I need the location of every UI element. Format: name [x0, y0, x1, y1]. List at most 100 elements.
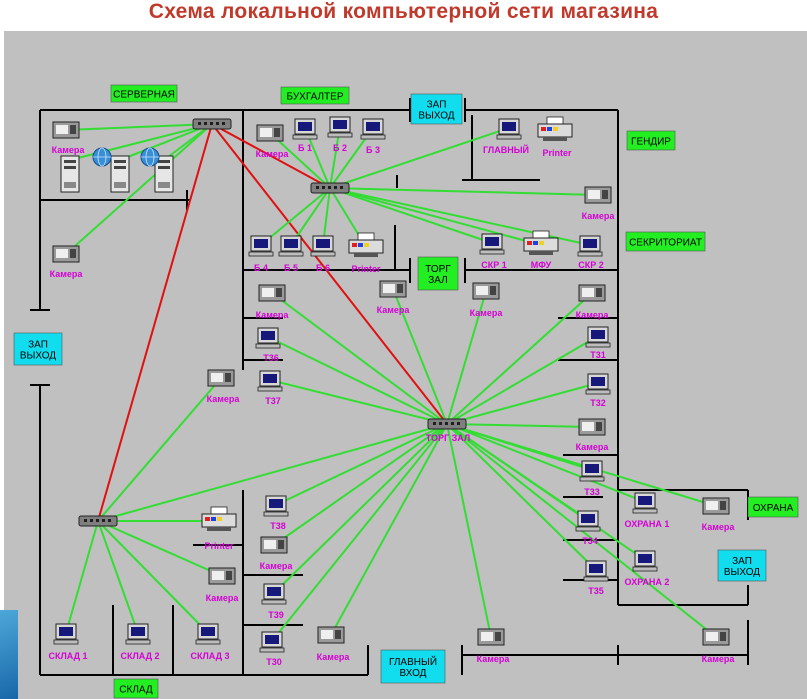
camera-mount: [225, 373, 231, 382]
switch-port: [84, 519, 87, 522]
screen: [201, 627, 215, 636]
device-label: Камера: [317, 652, 351, 662]
page-title: Схема локальной компьютерной сети магази…: [148, 0, 659, 23]
server-tower-icon: [154, 155, 174, 193]
camera-mount: [596, 288, 602, 297]
computer-icon: [579, 460, 605, 482]
camera-mount: [276, 288, 282, 297]
device-label: СКЛАД 1: [48, 651, 87, 661]
keyboard: [632, 566, 658, 572]
screen: [269, 499, 283, 508]
screen: [131, 627, 145, 636]
computer-icon: [257, 370, 283, 392]
printer-icon: [348, 232, 384, 257]
network-link: [329, 127, 510, 189]
device-label: СКЛАД 3: [190, 651, 229, 661]
switch-port: [433, 422, 436, 425]
switch-label: ТОРГ ЗАЛ: [426, 433, 470, 443]
camera-icon: [52, 245, 80, 263]
screen: [591, 377, 605, 386]
network-link: [97, 377, 222, 522]
camera-lens: [56, 249, 68, 258]
network-link: [269, 379, 448, 425]
camera-lens: [262, 288, 274, 297]
network-link: [97, 520, 139, 634]
computer-icon: [583, 560, 609, 582]
decorative-corner: [0, 610, 18, 699]
ink-red: [352, 243, 357, 247]
device-label: Камера: [576, 442, 610, 452]
network-link: [65, 123, 213, 131]
network-link: [273, 423, 448, 546]
camera-icon: [260, 536, 288, 554]
network-link: [446, 292, 593, 425]
switch-port: [108, 519, 111, 522]
computer-icon: [479, 233, 505, 255]
camera-icon: [52, 121, 80, 139]
screen: [265, 635, 279, 644]
ink-blue: [547, 127, 552, 131]
camera-mount: [278, 540, 284, 549]
printer-tray: [543, 137, 567, 141]
drive-bay: [114, 160, 126, 163]
device-label: Т36: [263, 353, 279, 363]
device-label: Камера: [256, 310, 290, 320]
camera-mount: [70, 249, 76, 258]
screen: [333, 120, 347, 129]
network-links: [65, 123, 717, 642]
switch-port: [328, 186, 331, 189]
ink-blue: [211, 517, 216, 521]
switch-port: [198, 122, 201, 125]
network-switch-icon: [78, 515, 118, 527]
camera-mount: [602, 190, 608, 199]
device-label: ГЛАВНЫЙ: [483, 144, 529, 155]
device-label: Т34: [582, 536, 598, 546]
room-label-text: ОХРАНА: [753, 503, 794, 514]
camera-icon: [578, 284, 606, 302]
room-label-text: ЗАЛ: [428, 275, 448, 286]
computer-icon: [577, 235, 603, 257]
device-label: Т32: [590, 398, 606, 408]
computer-icon: [261, 583, 287, 605]
network-switch-icon: [192, 118, 232, 130]
switch-port: [445, 422, 448, 425]
screen: [591, 330, 605, 339]
screen: [263, 374, 277, 383]
room-label-box: [410, 93, 463, 125]
computer-icon: [125, 623, 151, 645]
screen: [316, 239, 330, 248]
device-label: Т35: [588, 586, 604, 596]
server-tower-icon: [110, 155, 130, 193]
network-link: [446, 423, 646, 561]
switch-port: [322, 186, 325, 189]
switch-port: [96, 519, 99, 522]
device-label: СКЛАД 2: [120, 651, 159, 661]
drive-bay: [64, 160, 76, 163]
ink-yellow: [364, 243, 369, 247]
camera-lens: [212, 571, 224, 580]
camera-lens: [706, 501, 718, 510]
camera-icon: [702, 628, 730, 646]
screen: [502, 122, 516, 131]
screen: [298, 122, 312, 131]
switch-port: [102, 519, 105, 522]
room-label-text: ГЛАВНЫЙ: [389, 655, 437, 668]
camera-icon: [702, 497, 730, 515]
ink-red: [527, 241, 532, 245]
room-label-text: СЕКРИТОРИАТ: [629, 238, 702, 249]
network-link: [330, 423, 448, 636]
printer-icon: [537, 116, 573, 141]
network-link: [446, 290, 487, 425]
room-server: СЕРВЕРНАЯ: [110, 84, 178, 103]
device-label: Камера: [702, 522, 736, 532]
camera-icon: [578, 418, 606, 436]
computer-icon: [632, 550, 658, 572]
keyboard: [327, 132, 353, 138]
network-link: [271, 423, 448, 642]
printer-icon: [523, 230, 559, 255]
keyboard: [195, 639, 221, 645]
device-label: Printer: [542, 148, 572, 158]
device-label: Камера: [377, 305, 411, 315]
